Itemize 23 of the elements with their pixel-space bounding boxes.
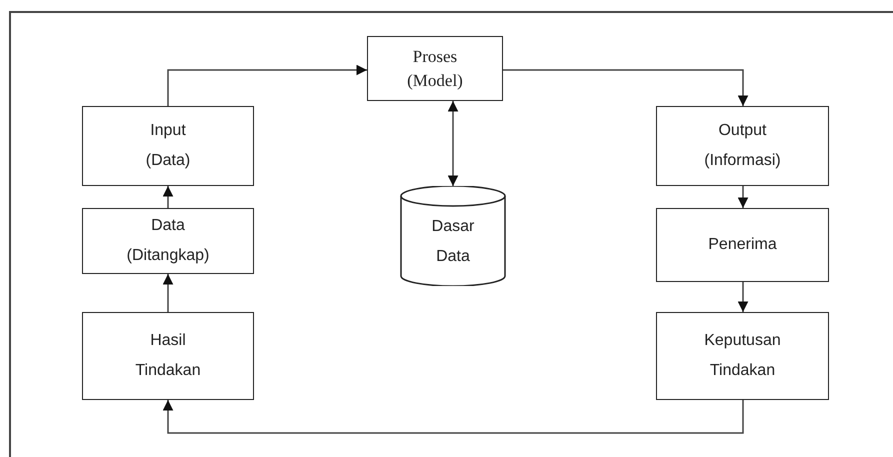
arrow <box>162 400 744 434</box>
flow-box <box>656 208 829 282</box>
box-label: Dasar Data <box>432 217 474 267</box>
arrow <box>448 101 458 186</box>
arrow <box>167 64 367 106</box>
box-label: Penerima <box>708 235 777 255</box>
process-box <box>367 36 503 101</box>
box-label: Proses (Model) <box>407 46 463 92</box>
box-label: Hasil Tindakan <box>135 331 201 381</box>
flow-box <box>82 106 254 186</box>
box-label: Input (Data) <box>146 121 190 171</box>
arrow <box>503 69 748 106</box>
flow-box <box>656 106 829 186</box>
box-label: Data (Ditangkap) <box>126 216 210 266</box>
arrow <box>162 274 174 312</box>
arrow <box>738 186 748 208</box>
flow-box <box>656 312 829 400</box>
arrow <box>162 186 174 208</box>
flow-box <box>82 208 254 274</box>
arrow <box>738 282 748 312</box>
box-label: Keputusan Tindakan <box>704 331 781 381</box>
box-label: Output (Informasi) <box>704 121 781 171</box>
flow-box <box>82 312 254 400</box>
